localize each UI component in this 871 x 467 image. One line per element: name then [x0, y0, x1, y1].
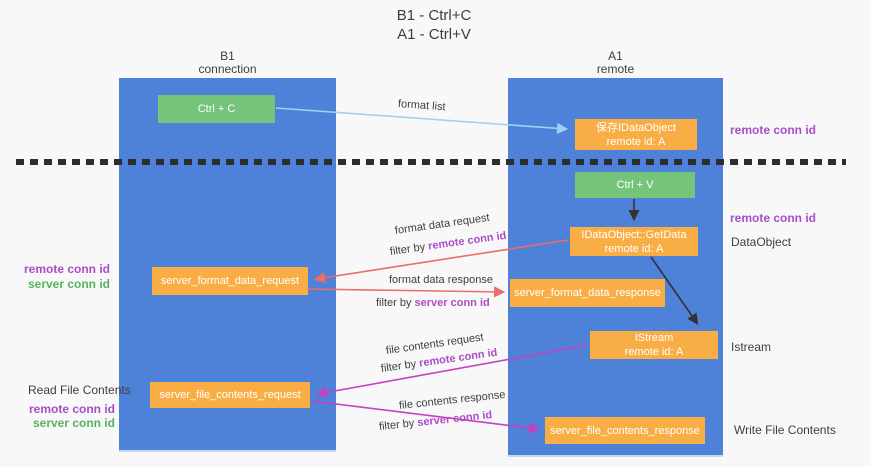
- label-filter-server-2: filter by server conn id: [378, 409, 492, 433]
- ctrl-c-label: Ctrl + C: [197, 103, 236, 115]
- left-server-conn-id-2: server conn id: [32, 416, 115, 430]
- lane-a1-name: A1: [608, 49, 623, 63]
- server-format-data-request-box: server_format_data_request: [152, 267, 308, 295]
- phase-separator-dashed-line: [16, 159, 846, 165]
- server-format-data-response-box: server_format_data_response: [510, 279, 665, 307]
- filter-by-text: filter by: [389, 241, 426, 258]
- istream-box: IStream remote id: A: [590, 331, 718, 359]
- ctrl-v-label: Ctrl + V: [616, 179, 654, 191]
- server-file-contents-response-box: server_file_contents_response: [545, 417, 705, 444]
- title-line-2: A1 - Ctrl+V: [397, 26, 471, 43]
- right-remote-conn-id-2: remote conn id: [730, 211, 817, 225]
- left-read-file-contents-label: Read File Contents: [28, 383, 131, 397]
- right-dataobject-label: DataObject: [731, 235, 792, 249]
- ctrl-v-box: Ctrl + V: [575, 172, 695, 198]
- filter-by-text: filter by: [378, 417, 415, 433]
- file-request-label: server_file_contents_request: [159, 389, 301, 401]
- lane-header-b1: B1 connection: [119, 50, 336, 76]
- diagram-title: B1 - Ctrl+C A1 - Ctrl+V: [334, 6, 534, 44]
- save-idataobject-box: 保存IDataObject remote id: A: [575, 119, 697, 150]
- format-response-label: server_format_data_response: [514, 287, 661, 299]
- right-remote-conn-id-1: remote conn id: [730, 123, 817, 137]
- title-line-1: B1 - Ctrl+C: [396, 7, 472, 24]
- idataobject-getdata-box: IDataObject::GetData remote id: A: [570, 227, 698, 256]
- label-format-data-response: format data response: [389, 274, 493, 286]
- left-remote-conn-id-1: remote conn id: [23, 262, 110, 276]
- right-istream-label: Istream: [731, 340, 772, 354]
- istream-line2: remote id: A: [624, 346, 684, 358]
- server-conn-id-text: server conn id: [414, 297, 490, 309]
- server-file-contents-request-box: server_file_contents_request: [150, 382, 310, 408]
- lane-b1-name: B1: [220, 49, 235, 63]
- left-server-conn-id-1: server conn id: [27, 277, 110, 291]
- istream-line1: IStream: [634, 332, 674, 344]
- label-format-list: format list: [397, 98, 446, 114]
- save-idataobject-line2: remote id: A: [606, 135, 666, 148]
- getdata-line1: IDataObject::GetData: [581, 228, 687, 241]
- save-idataobject-line1: 保存IDataObject: [595, 121, 677, 134]
- getdata-line2: remote id: A: [604, 242, 664, 255]
- filter-by-text: filter by: [380, 358, 417, 375]
- lane-b1-subtitle: connection: [198, 62, 257, 76]
- file-response-label: server_file_contents_response: [550, 424, 700, 437]
- remote-conn-id-text: remote conn id: [427, 229, 508, 253]
- filter-by-text: filter by: [376, 297, 412, 309]
- server-conn-id-text: server conn id: [416, 409, 493, 429]
- right-write-file-contents-label: Write File Contents: [734, 423, 836, 437]
- lane-a1-subtitle: remote: [596, 62, 635, 76]
- ctrl-c-box: Ctrl + C: [158, 95, 275, 123]
- format-request-label: server_format_data_request: [160, 275, 300, 287]
- arrow-format-data-response: [307, 286, 506, 298]
- lane-header-a1: A1 remote: [508, 50, 723, 76]
- left-remote-conn-id-2: remote conn id: [28, 402, 115, 416]
- label-filter-server-1: filter by server conn id: [376, 297, 490, 309]
